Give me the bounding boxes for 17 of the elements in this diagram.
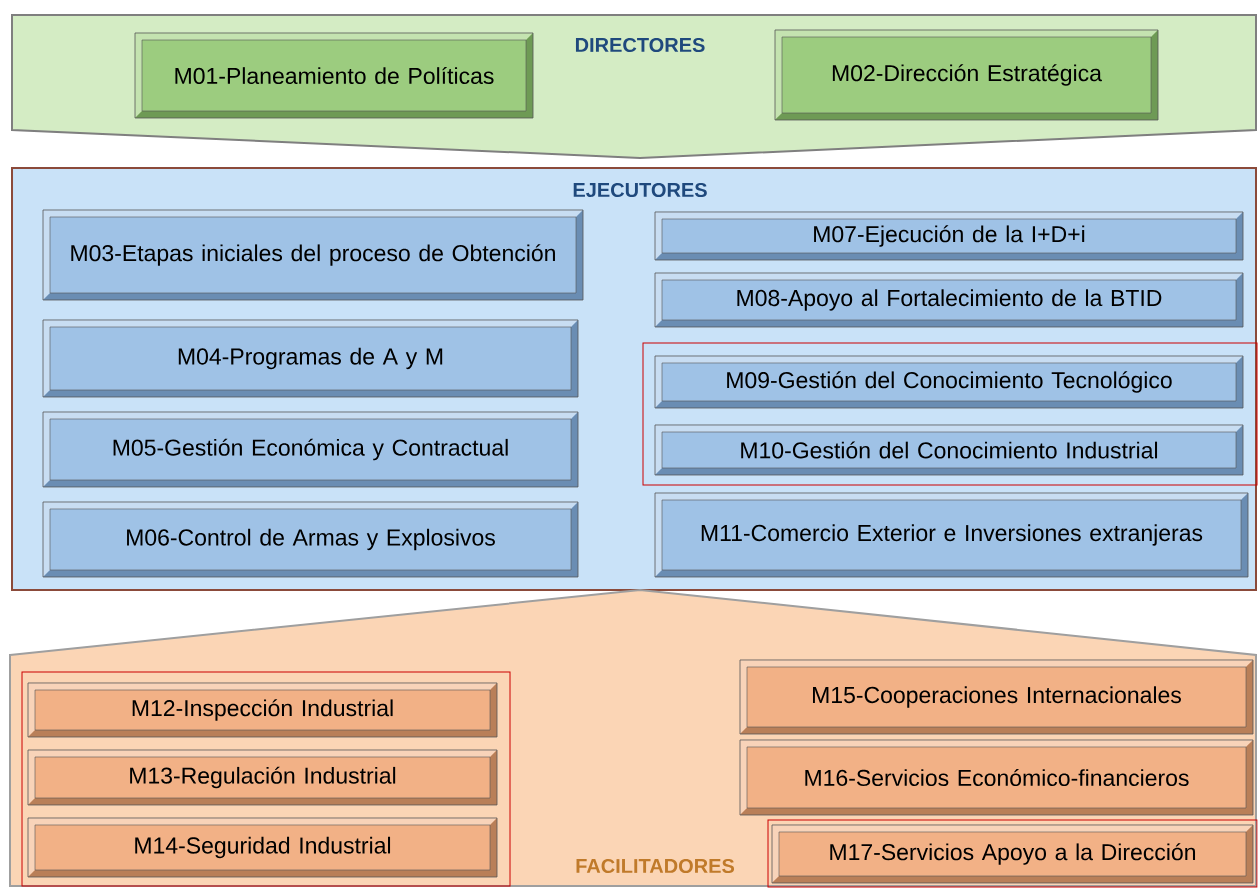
process-box: M08-Apoyo al Fortalecimiento de la BTID	[654, 272, 1244, 328]
process-box: M11-Comercio Exterior e Inversiones extranjeras	[654, 492, 1249, 578]
process-box: M04-Programas de A y M	[42, 319, 579, 398]
process-box: M05-Gestión Económica y Contractual	[42, 411, 579, 488]
process-box: M09-Gestión del Conocimiento Tecnológico	[654, 355, 1244, 409]
process-box: M16-Servicios Económico-financieros	[739, 739, 1254, 816]
process-box: M10-Gestión del Conocimiento Industrial	[654, 424, 1244, 476]
process-box: M15-Cooperaciones Internacionales	[739, 659, 1254, 735]
process-box: M01-Planeamiento de Políticas	[134, 32, 534, 119]
process-box: M13-Regulación Industrial	[27, 749, 498, 806]
process-box: M14-Seguridad Industrial	[27, 817, 498, 878]
process-box: M12-Inspección Industrial	[27, 682, 498, 738]
process-box: M07-Ejecución de la I+D+i	[654, 211, 1244, 261]
process-box: M03-Etapas iniciales del proceso de Obtención	[42, 209, 584, 301]
process-box: M06-Control de Armas y Explosivos	[42, 501, 579, 578]
process-box: M17-Servicios Apoyo a la Dirección	[771, 824, 1254, 884]
process-box: M02-Dirección Estratégica	[774, 29, 1159, 121]
